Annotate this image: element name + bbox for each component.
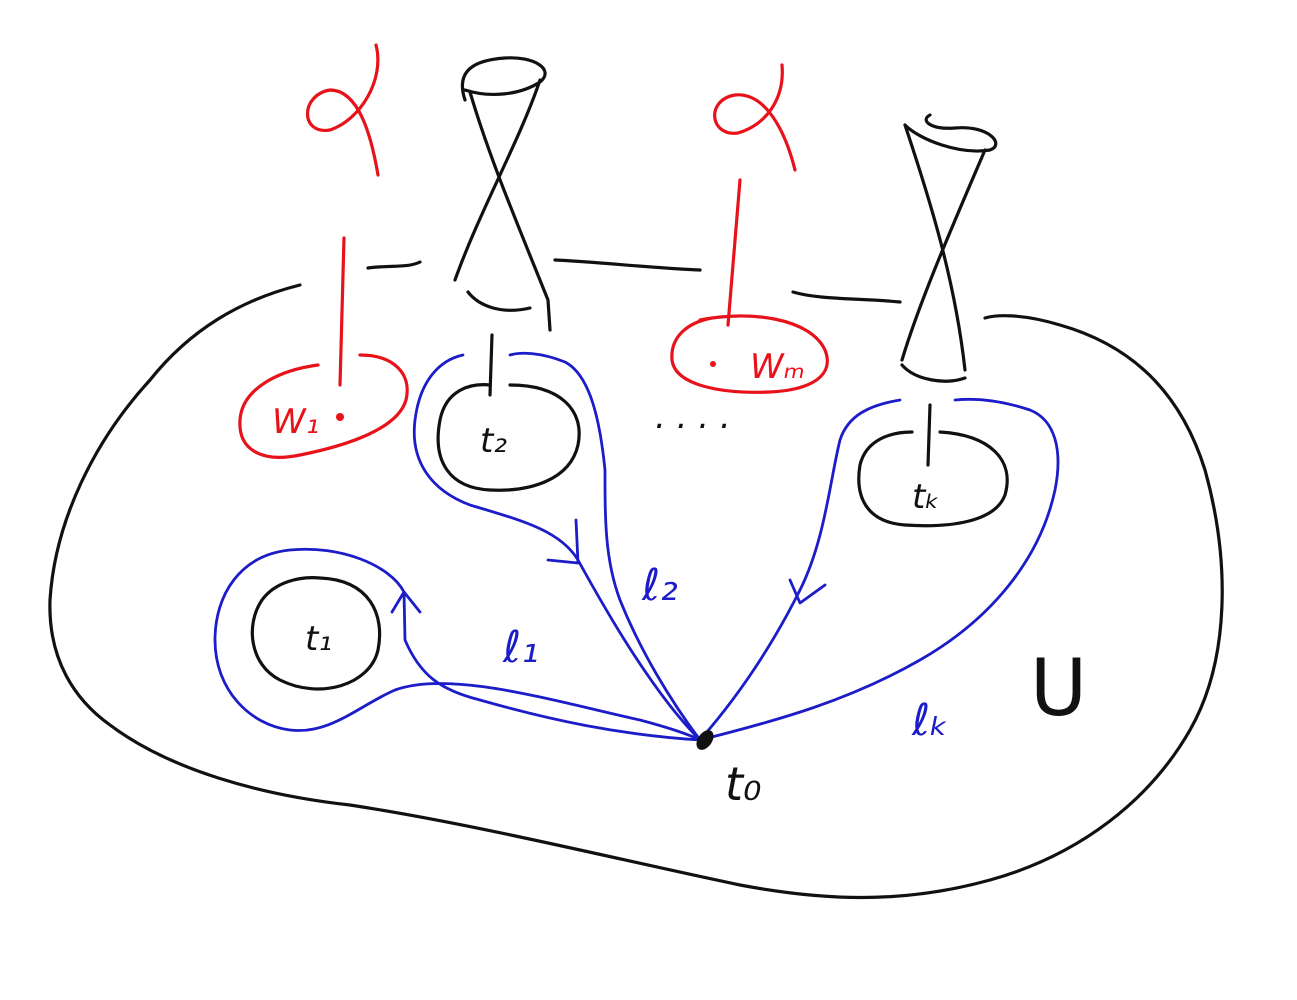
t0-point [696,730,714,750]
l1-label: ℓ₁ [502,622,539,673]
arrow-l1 [390,590,422,614]
arrow-l2 [546,518,580,565]
tk-disk [857,430,1009,528]
t2-disk [436,383,581,492]
ellipsis: . . . . [655,397,731,437]
loop-l1 [213,547,702,742]
wm-label: Wₘ [750,347,805,387]
top-edge-segment-1 [366,260,422,270]
loop-lk [698,397,1060,742]
lk-label: ℓₖ [911,695,949,746]
w1-label: W₁ [272,402,319,442]
w1-point [336,413,344,421]
t2-label: t₂ [480,421,507,461]
w1-disk [238,353,409,459]
wm-point [710,361,716,367]
t1-label: t₁ [305,619,332,659]
region-u-outline [48,283,1224,900]
hourglass-1 [453,56,552,332]
l2-label: ℓ₂ [641,560,678,611]
red-loop-2 [713,63,797,172]
hourglass-2-stem [926,403,932,467]
red-line-2 [726,178,742,327]
loop-l2 [412,351,702,742]
u-label: U [1030,644,1087,734]
arrow-lk [788,578,827,605]
red-line-1 [338,236,346,387]
red-loop-1 [306,43,380,177]
wm-disk [670,314,829,394]
t1-disk [250,576,382,691]
tk-label: tₖ [912,477,940,517]
top-edge-segment-3 [791,290,902,304]
hourglass-2 [900,113,998,383]
top-edge-segment-2 [553,258,702,272]
t0-label: t₀ [725,757,761,811]
